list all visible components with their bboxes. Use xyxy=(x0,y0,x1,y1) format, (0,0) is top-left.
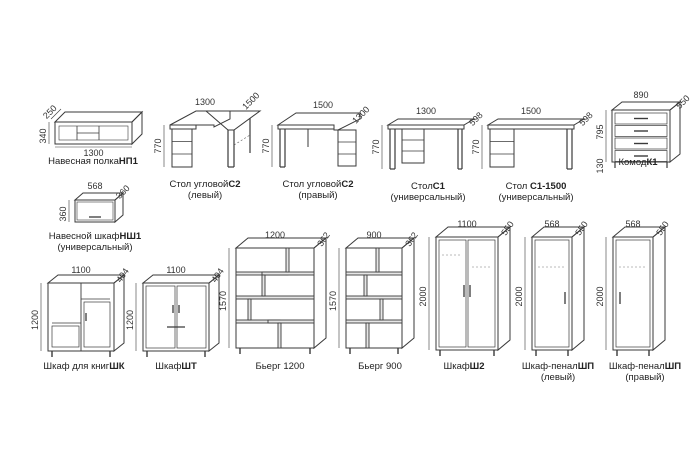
dimension-label: 340 xyxy=(38,128,48,143)
item-code: ШП xyxy=(664,361,682,372)
item-subtitle: (правый) xyxy=(625,372,665,383)
caption-sh2: ШкафШ2 xyxy=(443,361,484,372)
dimension-label: 1100 xyxy=(71,265,90,275)
dimension-label: 770 xyxy=(371,139,381,154)
dimension-label: 1300 xyxy=(195,97,215,107)
item-subtitle: (универсальный) xyxy=(390,192,466,203)
dimension-label: 2000 xyxy=(514,286,524,306)
item-code: ШК xyxy=(109,361,125,372)
item-code: Ш2 xyxy=(469,361,485,372)
dimension-label: 1200 xyxy=(30,310,40,330)
dimension-label: 2000 xyxy=(418,286,428,306)
dimension-label: 568 xyxy=(544,219,559,229)
item-name: Шкаф xyxy=(443,361,470,372)
drawing-c2r: 1500 1300 770 xyxy=(261,100,371,168)
item-subtitle: (универсальный) xyxy=(57,242,133,253)
item-code: С2 xyxy=(228,179,241,190)
drawing-sht: 1100 404 1200 xyxy=(125,265,226,357)
dimension-label: 1100 xyxy=(166,265,185,275)
item-name: Бьерг 1200 xyxy=(255,361,305,372)
caption-bjerg900: Бьерг 900 xyxy=(358,361,402,372)
item-code: К1 xyxy=(646,157,658,168)
caption-k1: КомодК1 xyxy=(618,157,657,168)
dimension-label: 360 xyxy=(58,206,68,221)
item-name: Стол xyxy=(505,181,530,192)
dimension-label: 550 xyxy=(674,93,692,111)
item-name: Навесная полка xyxy=(48,156,119,167)
item-name: Бьерг 900 xyxy=(358,361,402,372)
dimension-label: 900 xyxy=(366,230,381,240)
drawing-np1: 340 250 1300 xyxy=(38,103,144,158)
item-name: Навесной шкаф xyxy=(48,231,120,242)
dimension-label-legs: 130 xyxy=(595,158,605,173)
caption-c2r: Стол угловойС2(правый) xyxy=(283,179,354,201)
item-code: НП1 xyxy=(118,156,138,167)
item-name: Комод xyxy=(618,157,647,168)
dimension-label: 404 xyxy=(209,266,226,284)
item-subtitle: (левый) xyxy=(187,190,223,201)
item-code: ШП xyxy=(577,361,595,372)
dimension-label: 1200 xyxy=(265,230,285,240)
dimension-label: 250 xyxy=(41,103,59,121)
dimension-label: 1570 xyxy=(328,291,338,311)
caption-np1: Навесная полкаНП1 xyxy=(48,156,138,167)
dimension-label: 770 xyxy=(261,138,271,153)
item-subtitle: (универсальный) xyxy=(498,192,574,203)
dimension-label: 1200 xyxy=(125,310,135,330)
dimension-label: 568 xyxy=(87,181,102,191)
item-name: Шкаф-пенал xyxy=(521,361,578,372)
item-name: Стол угловой xyxy=(169,179,229,190)
dimension-label: 1300 xyxy=(350,104,371,125)
dimension-label: 1500 xyxy=(521,106,541,116)
item-name: Стол угловой xyxy=(282,179,342,190)
caption-shpl: Шкаф-пеналШП(левый) xyxy=(522,361,594,383)
dimension-label: 1300 xyxy=(416,106,436,116)
caption-c2l: Стол угловойС2 (левый) xyxy=(170,179,241,201)
item-name: Стол xyxy=(411,181,433,192)
drawing-c2l: 1300 1500 770 xyxy=(153,90,262,168)
item-name: Шкаф xyxy=(155,361,182,372)
drawing-c1500: 1500 598 770 xyxy=(471,106,595,170)
caption-bjerg1200: Бьерг 1200 xyxy=(256,361,305,372)
caption-shpr: Шкаф-пеналШП(правый) xyxy=(609,361,681,383)
item-name: Шкаф-пенал xyxy=(608,361,665,372)
item-code: С1-1500 xyxy=(529,181,567,192)
dimension-label: 2000 xyxy=(595,286,605,306)
dimension-label: 1500 xyxy=(313,100,333,110)
item-code: НШ1 xyxy=(119,231,142,242)
dimension-label: 598 xyxy=(577,110,595,128)
item-subtitle: (левый) xyxy=(540,372,576,383)
dimension-label: 1300 xyxy=(83,148,103,158)
dimension-label: 770 xyxy=(471,139,481,154)
item-code: С2 xyxy=(341,179,354,190)
item-name: Шкаф для книг xyxy=(43,361,110,372)
dimension-label: 795 xyxy=(595,124,605,139)
caption-nsh1: Навесной шкафНШ1(универсальный) xyxy=(49,231,141,253)
item-subtitle: (правый) xyxy=(298,190,338,201)
caption-sht: ШкафШТ xyxy=(155,361,197,372)
drawing-shk: 1100 404 1200 xyxy=(30,265,131,357)
dimension-label: 1570 xyxy=(218,291,228,311)
item-code: С1 xyxy=(432,181,445,192)
caption-shk: Шкаф для книгШК xyxy=(43,361,124,372)
item-code: ШТ xyxy=(181,361,197,372)
dimension-label: 568 xyxy=(625,219,640,229)
dimension-label: 1500 xyxy=(240,90,261,111)
dimension-label: 404 xyxy=(114,266,131,284)
dimension-label: 770 xyxy=(153,138,163,153)
caption-c1500: Стол С1-1500(универсальный) xyxy=(498,181,573,203)
caption-c1: СтолС1(универсальный) xyxy=(390,181,465,203)
dimension-label: 1100 xyxy=(457,219,476,229)
dimension-label: 890 xyxy=(633,90,648,100)
